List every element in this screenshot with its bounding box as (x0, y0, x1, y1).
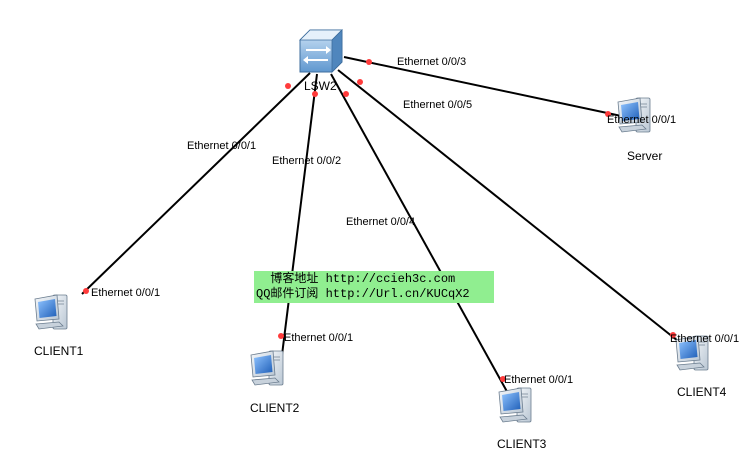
pc-icon (34, 294, 68, 330)
port-label-client2: Ethernet 0/0/1 (284, 332, 353, 344)
port-label-client3: Ethernet 0/0/1 (504, 374, 573, 386)
port-label-client4: Ethernet 0/0/1 (670, 333, 739, 345)
port-label-sw-e002: Ethernet 0/0/2 (272, 155, 341, 167)
client3-label: CLIENT3 (497, 437, 547, 451)
watermark-banner: 博客地址 http://ccieh3c.com QQ邮件订阅 http://Ur… (254, 271, 494, 303)
pc-icon (250, 350, 284, 386)
switch-label: LSW2 (304, 79, 337, 93)
switch-node[interactable]: LSW2 (299, 29, 343, 93)
port-dot (670, 332, 676, 338)
client2-node[interactable]: CLIENT2 (250, 350, 300, 415)
port-dot (278, 333, 284, 339)
client1-label: CLIENT1 (34, 344, 84, 358)
client4-node[interactable]: CLIENT4 (675, 335, 727, 399)
port-dot (500, 376, 506, 382)
client4-label: CLIENT4 (677, 385, 727, 399)
switch-icon (299, 29, 343, 73)
link-client3 (330, 73, 511, 398)
port-label-sw-e004: Ethernet 0/0/4 (346, 216, 415, 228)
watermark-line-1: 博客地址 http://ccieh3c.com (256, 272, 456, 286)
port-dot (285, 83, 291, 89)
port-label-server: Ethernet 0/0/1 (607, 114, 676, 126)
link-client2 (281, 73, 318, 356)
port-dot (357, 79, 363, 85)
port-dot (312, 91, 318, 97)
client2-label: CLIENT2 (250, 401, 300, 415)
links (81, 56, 689, 398)
port-label-sw-e003: Ethernet 0/0/3 (397, 56, 466, 68)
pc-icon (498, 387, 532, 423)
server-node[interactable]: Server (617, 97, 662, 163)
port-label-client1: Ethernet 0/0/1 (91, 287, 160, 299)
port-label-sw-e001: Ethernet 0/0/1 (187, 140, 256, 152)
port-dots (83, 59, 676, 382)
port-dot (343, 91, 349, 97)
client3-node[interactable]: CLIENT3 (497, 387, 547, 451)
port-label-sw-e005: Ethernet 0/0/5 (403, 99, 472, 111)
server-label: Server (627, 149, 662, 163)
port-dot (605, 111, 611, 117)
link-client1 (81, 72, 311, 295)
port-dot (83, 288, 89, 294)
watermark-line-2: QQ邮件订阅 http://Url.cn/KUCqX2 (256, 287, 470, 301)
client1-node[interactable]: CLIENT1 (34, 294, 84, 358)
port-labels: Ethernet 0/0/1 Ethernet 0/0/2 Ethernet 0… (91, 56, 739, 386)
link-client4 (337, 69, 689, 350)
link-server (343, 56, 627, 118)
port-dot (366, 59, 372, 65)
